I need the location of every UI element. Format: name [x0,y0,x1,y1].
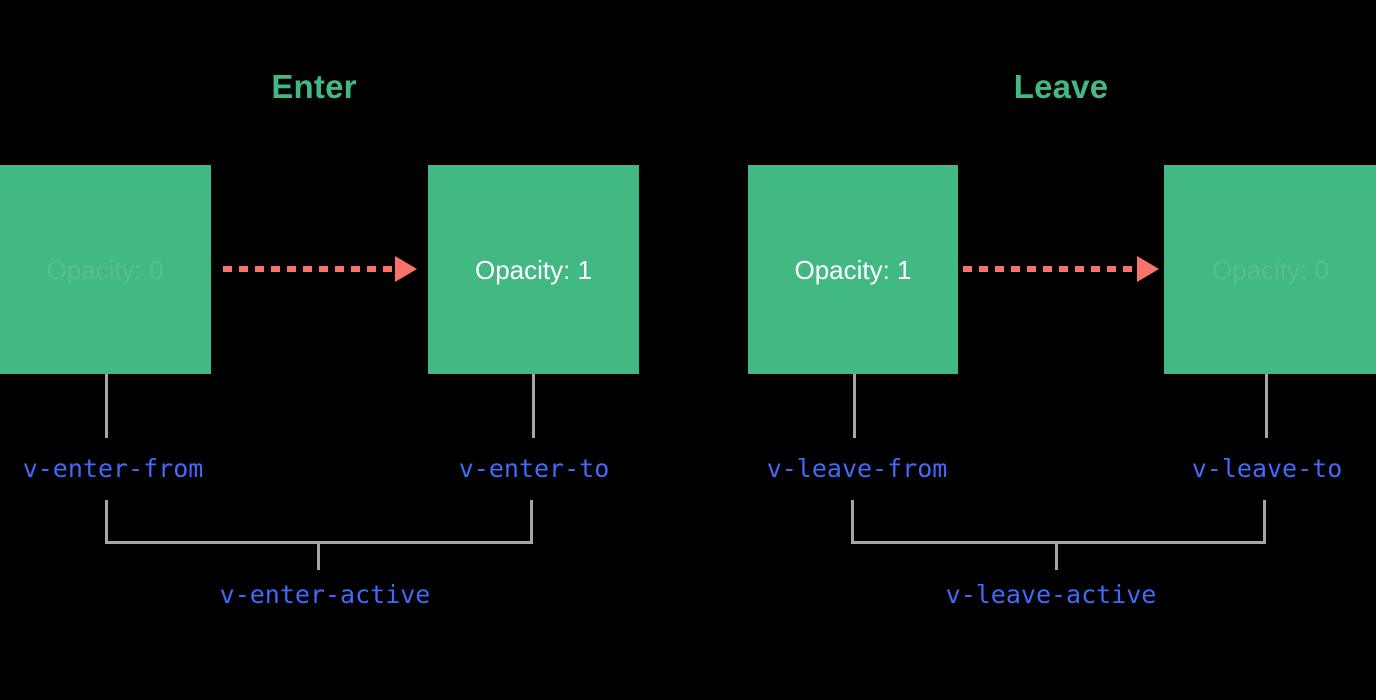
leave-bracket-center-stem [1055,541,1058,570]
leave-bracket-base [851,541,1266,544]
leave-arrow-dashes [963,266,1138,272]
leave-bracket-right-riser [1263,500,1266,544]
leave-bracket-left-riser [851,500,854,544]
leave-from-stem [853,374,856,438]
enter-to-class-label: v-enter-to [458,454,610,483]
leave-from-box: Opacity: 1 [748,165,958,374]
enter-arrow-dashes [223,266,396,272]
enter-arrow-head-icon [395,256,417,282]
enter-from-box-label: Opacity: 0 [46,254,164,285]
enter-bracket-right-riser [530,500,533,544]
enter-to-box-label: Opacity: 1 [474,254,593,285]
enter-section-title: Enter [271,68,357,105]
leave-to-box: Opacity: 0 [1164,165,1376,374]
enter-from-box: Opacity: 0 [0,165,211,374]
enter-from-stem [105,374,108,438]
enter-transition-arrow [223,256,417,282]
enter-to-stem [532,374,535,438]
enter-from-class-label: v-enter-from [22,454,204,483]
leave-to-box-label: Opacity: 0 [1211,254,1330,285]
leave-transition-arrow [963,256,1159,282]
enter-active-class-label: v-enter-active [219,580,431,609]
enter-bracket-left-riser [105,500,108,544]
enter-to-box: Opacity: 1 [428,165,639,374]
leave-from-class-label: v-leave-from [766,454,948,483]
leave-section-title: Leave [1013,68,1109,105]
enter-bracket-center-stem [317,541,320,570]
leave-arrow-head-icon [1137,256,1159,282]
leave-active-class-label: v-leave-active [945,580,1157,609]
leave-to-class-label: v-leave-to [1191,454,1343,483]
leave-to-stem [1265,374,1268,438]
leave-from-box-label: Opacity: 1 [794,254,912,285]
